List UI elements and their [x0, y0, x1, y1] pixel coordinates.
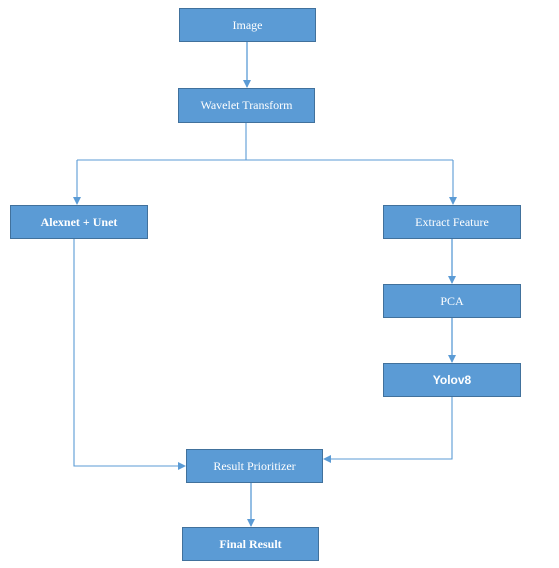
node-result-prioritizer-label: Result Prioritizer — [213, 458, 296, 473]
edge-alexnet-to-prioritizer — [73, 239, 186, 470]
node-wavelet-transform-label: Wavelet Transform — [200, 98, 293, 112]
node-pca-label: PCA — [440, 293, 464, 308]
node-yolov8: Yolov8 — [383, 363, 521, 397]
node-result-prioritizer: Result Prioritizer — [186, 449, 323, 483]
node-image-label: Image — [232, 17, 263, 32]
node-yolov8-label: Yolov8 — [432, 373, 472, 387]
node-wavelet-transform: Wavelet Transform — [178, 88, 315, 123]
node-pca: PCA — [383, 284, 521, 318]
node-final-result: Final Result — [182, 527, 319, 561]
node-alexnet-unet-label: Alexnet + Unet — [40, 214, 118, 229]
node-final-result-label: Final Result — [219, 536, 282, 551]
edge-yolo-to-prioritizer — [323, 397, 453, 463]
node-image: Image — [179, 8, 316, 42]
node-extract-feature: Extract Feature — [383, 205, 521, 239]
node-extract-feature-label: Extract Feature — [415, 214, 489, 229]
node-alexnet-unet: Alexnet + Unet — [10, 205, 148, 239]
